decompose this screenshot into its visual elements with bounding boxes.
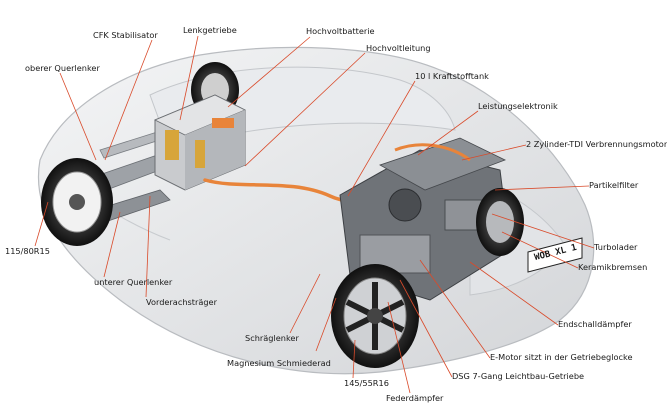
rear-left-wheel <box>331 264 419 368</box>
car-cutaway-diagram: CFK Stabilisator Lenkgetriebe Hochvoltba… <box>5 25 667 403</box>
label-oberer-querlenker: oberer Querlenker <box>25 63 100 73</box>
label-emotor: E-Motor sitzt in der Getriebeglocke <box>490 352 633 362</box>
label-endschalldaempfer: Endschalldämpfer <box>558 319 632 329</box>
label-dsg: DSG 7-Gang Leichtbau-Getriebe <box>452 371 585 381</box>
label-keramikbremsen: Keramikbremsen <box>578 262 648 272</box>
label-reifen-vorne: 115/80R15 <box>5 246 50 256</box>
label-leistungselektronik: Leistungselektronik <box>478 101 558 111</box>
label-kraftstofftank: 10 l Kraftstofftank <box>415 71 489 81</box>
label-cfk-stabilisator: CFK Stabilisator <box>93 30 158 40</box>
label-magnesium: Magnesium Schmiederad <box>227 358 331 368</box>
label-partikelfilter: Partikelfilter <box>589 180 639 190</box>
label-vorderachstraeger: Vorderachsträger <box>146 297 217 307</box>
car-illustration <box>34 35 595 394</box>
rear-right-wheel <box>476 188 524 256</box>
label-verbrennungsmotor: 2 Zylinder-TDI Verbrennungsmotor <box>526 139 667 149</box>
label-hochvoltbatterie: Hochvoltbatterie <box>306 26 375 36</box>
label-reifen-hinten: 145/55R16 <box>344 378 389 388</box>
label-federdaempfer: Federdämpfer <box>386 393 444 403</box>
label-lenkgetriebe: Lenkgetriebe <box>183 25 237 35</box>
license-plate <box>527 237 583 273</box>
label-turbolader: Turbolader <box>594 242 638 252</box>
label-schraeglenker: Schräglenker <box>245 333 299 343</box>
front-left-wheel <box>41 158 113 246</box>
label-hochvoltleitung: Hochvoltleitung <box>366 43 431 53</box>
label-unterer-querlenker: unterer Querlenker <box>94 277 173 287</box>
high-voltage-battery <box>154 94 246 191</box>
leader-lines <box>34 35 595 394</box>
